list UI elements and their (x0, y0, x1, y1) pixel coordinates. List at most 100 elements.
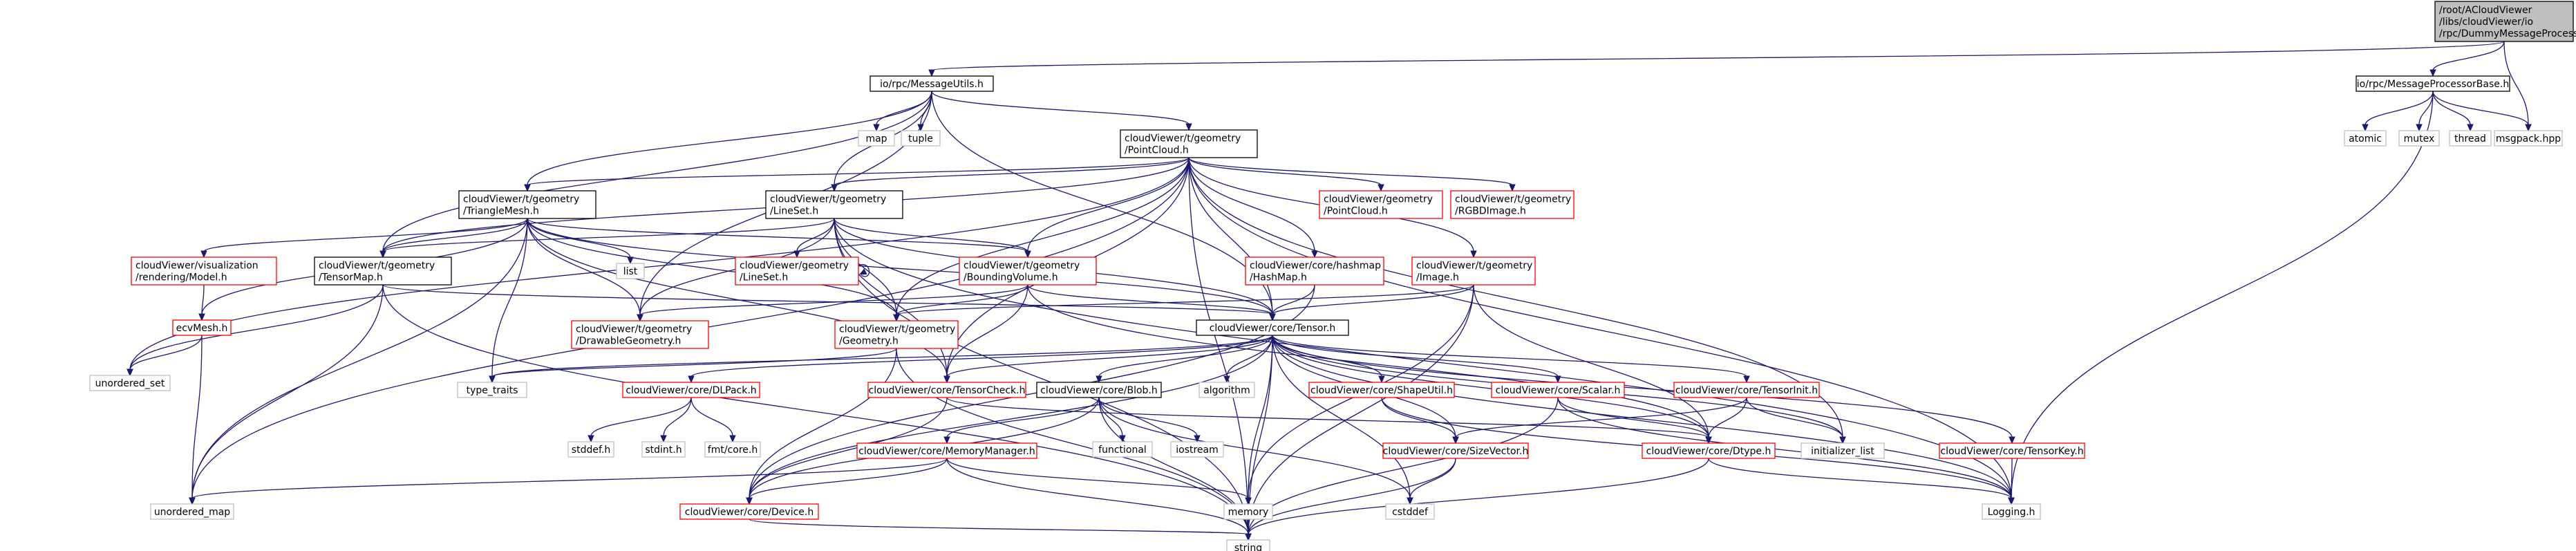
node-ttrianglemesh[interactable]: cloudViewer/t/geometry/TriangleMesh.h (458, 190, 596, 219)
node-hashmap[interactable]: cloudViewer/core/hashmap/HashMap.h (1245, 256, 1384, 286)
node-msgprocbase[interactable]: io/rpc/MessageProcessorBase.h (2356, 75, 2510, 92)
node-box (1223, 503, 1273, 520)
node-dtype[interactable]: cloudViewer/core/Dtype.h (1642, 442, 1776, 459)
node-tensorcheck[interactable]: cloudViewer/core/TensorCheck.h (867, 382, 1026, 398)
edge-line (1248, 458, 1456, 535)
edge-line (1027, 284, 1273, 315)
edge-line (749, 519, 1249, 535)
node-label: cloudViewer/t/geometry (1125, 133, 1241, 144)
edge-line (663, 397, 692, 437)
edge-tensor-to-blob (1096, 335, 1273, 384)
edge-tbounding-to-tensor (1027, 284, 1276, 321)
node-tlineset[interactable]: cloudViewer/t/geometry/LineSet.h (765, 190, 903, 219)
arrowhead-icon (1185, 123, 1192, 131)
edge-line (2011, 458, 2013, 499)
edge-line (931, 91, 1190, 125)
node-msgutils[interactable]: io/rpc/MessageUtils.h (869, 75, 994, 92)
node-box (2398, 130, 2440, 147)
edge-hashmap-to-tensor (1269, 284, 1315, 321)
node-label: /LineSet.h (770, 206, 818, 217)
node-label: cstddef (1392, 507, 1429, 518)
node-glineset[interactable]: cloudViewer/geometry/LineSet.h (735, 256, 859, 286)
node-label: stddef.h (572, 445, 610, 456)
edge-line (896, 284, 1028, 316)
node-label: /Image.h (1416, 272, 1459, 283)
node-unordered_set: unordered_set (89, 375, 171, 391)
edge-tensor-to-type_traits (489, 335, 1273, 384)
edge-line (1188, 157, 1315, 252)
node-label: cloudViewer/t/geometry (576, 324, 692, 335)
edge-line (1272, 284, 1315, 315)
node-gpointcloud[interactable]: cloudViewer/geometry/PointCloud.h (1319, 190, 1443, 219)
node-box (1196, 319, 1349, 336)
node-tensorkey[interactable]: cloudViewer/core/TensorKey.h (1939, 442, 2085, 459)
edge-line (527, 218, 897, 316)
edge-line (1188, 157, 1513, 186)
arrowhead-icon (489, 375, 496, 384)
edge-ttensormap-to-unordered_set (126, 284, 384, 377)
node-label: tuple (908, 133, 933, 144)
node-label: atomic (2349, 133, 2382, 144)
node-vismodel[interactable]: cloudViewer/visualization/rendering/Mode… (131, 256, 277, 286)
node-box (2494, 130, 2563, 147)
node-tpointcloud[interactable]: cloudViewer/t/geometry/PointCloud.h (1120, 129, 1258, 158)
arrowhead-icon (1024, 250, 1031, 259)
edge-line (2011, 91, 2434, 499)
node-device[interactable]: cloudViewer/core/Device.h (679, 503, 819, 520)
node-ttensormap[interactable]: cloudViewer/t/geometry/TensorMap.h (314, 256, 452, 286)
edge-line (946, 397, 1709, 438)
node-tbounding[interactable]: cloudViewer/t/geometry/BoundingVolume.h (959, 256, 1097, 286)
node-dlpack[interactable]: cloudViewer/core/DLPack.h (622, 382, 760, 398)
node-box (1170, 441, 1224, 458)
node-label: list (623, 266, 638, 277)
node-box (834, 320, 959, 349)
node-label: /TensorMap.h (319, 272, 383, 283)
node-scalar[interactable]: cloudViewer/core/Scalar.h (1491, 382, 1625, 398)
node-tensorinit[interactable]: cloudViewer/core/TensorInit.h (1673, 382, 1820, 398)
edge-line (129, 284, 384, 371)
arrowhead-icon (2429, 69, 2436, 77)
node-trgbdimage[interactable]: cloudViewer/t/geometry/RGBDImage.h (1450, 190, 1574, 219)
node-tensor[interactable]: cloudViewer/core/Tensor.h (1196, 319, 1349, 336)
node-sizevector[interactable]: cloudViewer/core/SizeVector.h (1382, 442, 1529, 459)
edge-line (527, 91, 932, 186)
node-logging: Logging.h (1982, 503, 2041, 520)
edge-line (201, 284, 205, 315)
edge-line (1708, 458, 2012, 499)
node-label: map (865, 133, 887, 144)
edge-ecvmesh-to-unordered_map (189, 335, 203, 505)
node-label: cloudViewer/t/geometry (770, 194, 886, 205)
node-box (641, 441, 686, 458)
edge-tensor-to-tensorkey (1272, 335, 2015, 445)
node-tdrawable[interactable]: cloudViewer/t/geometry/DrawableGeometry.… (571, 320, 709, 349)
node-label: cloudViewer/core/Tensor.h (1210, 323, 1336, 334)
node-shapeutil[interactable]: cloudViewer/core/ShapeUtil.h (1308, 382, 1455, 398)
edge-tensorinit-to-sizevector (1452, 397, 1747, 445)
edge-line (690, 397, 733, 437)
node-blob[interactable]: cloudViewer/core/Blob.h (1036, 382, 1162, 398)
node-label: /Geometry.h (839, 336, 899, 347)
node-box (1801, 442, 1885, 459)
edge-line (382, 284, 1273, 315)
node-tgeometry[interactable]: cloudViewer/t/geometry/Geometry.h (834, 320, 959, 349)
edge-line (382, 284, 1249, 535)
edge-line (382, 218, 835, 252)
node-thread: thread (2449, 130, 2492, 147)
edge-line (1248, 284, 1474, 535)
node-timage[interactable]: cloudViewer/t/geometry/Image.h (1411, 256, 1536, 286)
edge-line (191, 335, 203, 499)
node-box (1245, 256, 1384, 286)
edge-ttrianglemesh-to-ttensormap (379, 218, 528, 259)
node-box (622, 382, 760, 398)
edge-ttensormap-to-unordered_map (189, 284, 384, 505)
node-label: cloudViewer/core/ShapeUtil.h (1310, 385, 1453, 396)
node-memmanager[interactable]: cloudViewer/core/MemoryManager.h (856, 442, 1037, 459)
node-label: /LineSet.h (740, 272, 788, 283)
edge-blob-to-iostream (1098, 397, 1201, 443)
arrowhead-icon (1269, 313, 1276, 321)
edge-line (191, 284, 384, 499)
node-root[interactable]: /root/ACloudViewer/libs/cloudViewer/io/r… (2434, 1, 2576, 42)
edge-dlpack-to-fmtcore (690, 397, 736, 443)
node-ecvmesh[interactable]: ecvMesh.h (172, 319, 232, 336)
node-msgpack: msgpack.hpp (2494, 130, 2563, 147)
